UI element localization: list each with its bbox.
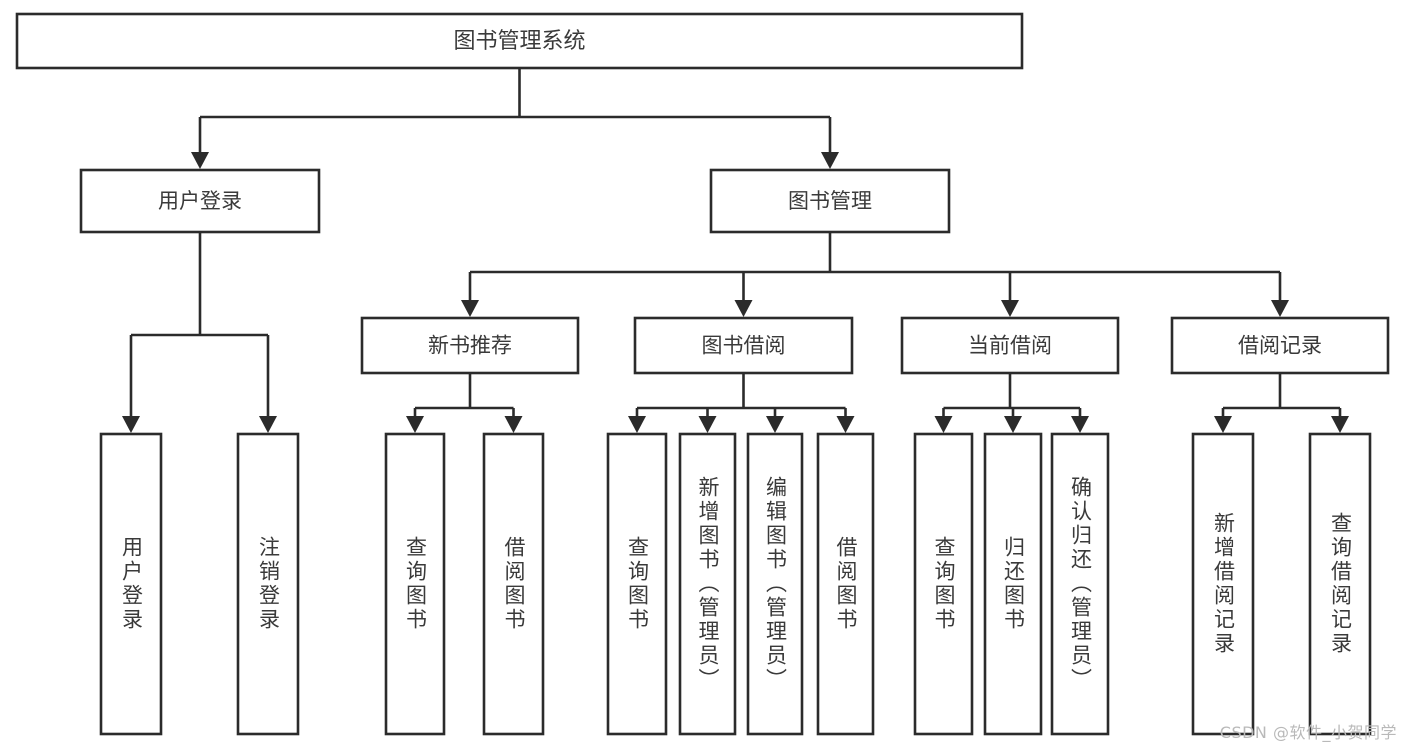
level3-box-0[interactable] [360, 316, 580, 375]
level3-label-0: 新书推荐 [428, 334, 512, 358]
arrow-down-level2-1 [821, 152, 839, 169]
arrow-down-leaf-1-3 [836, 416, 855, 433]
level3-label-2: 当前借阅 [968, 334, 1052, 358]
leaf-box-5[interactable] [678, 432, 737, 736]
leaf-box-3[interactable] [482, 432, 545, 736]
arrow-down-leaf-2-1 [1004, 416, 1022, 433]
arrow-down-leaf-1-2 [766, 416, 784, 433]
arrow-down-leaf-2-0 [934, 416, 953, 433]
leaf-box-1[interactable] [236, 432, 300, 736]
leaf-box-6[interactable] [746, 432, 804, 736]
arrow-down-level3-2 [1001, 300, 1019, 317]
arrow-down-login-leaf-0 [122, 416, 140, 433]
arrow-down-leaf-3-1 [1331, 416, 1349, 433]
level2-box-0[interactable] [79, 168, 321, 234]
leaf-box-10[interactable] [1050, 432, 1110, 736]
level3-label-1: 图书借阅 [702, 334, 786, 358]
level3-box-3[interactable] [1170, 316, 1390, 375]
level3-label-3: 借阅记录 [1238, 334, 1322, 358]
arrow-down-leaf-1-0 [628, 416, 646, 433]
leaf-box-2[interactable] [384, 432, 446, 736]
leaf-box-8[interactable] [913, 432, 974, 736]
arrow-down-level3-3 [1271, 300, 1289, 317]
level2-box-1[interactable] [709, 168, 951, 234]
arrow-down-leaf-0-0 [406, 416, 424, 433]
box-layer [15, 12, 1390, 736]
arrow-down-leaf-0-1 [504, 416, 523, 433]
arrow-down-leaf-1-1 [698, 416, 717, 433]
level3-box-1[interactable] [633, 316, 854, 375]
leaf-box-4[interactable] [606, 432, 668, 736]
arrow-down-leaf-3-0 [1214, 416, 1232, 433]
watermark-text: CSDN @软件_小贺同学 [1219, 723, 1397, 742]
level2-label-1: 图书管理 [788, 189, 872, 213]
connector-layer [122, 68, 1349, 433]
leaf-box-7[interactable] [816, 432, 875, 736]
level3-box-2[interactable] [900, 316, 1120, 375]
arrow-down-level3-1 [734, 300, 753, 317]
level2-label-0: 用户登录 [158, 189, 242, 213]
root-label-0: 图书管理系统 [453, 29, 585, 54]
root-box-0[interactable] [15, 12, 1024, 70]
leaf-box-12[interactable] [1308, 432, 1372, 736]
arrow-down-login-leaf-1 [259, 416, 277, 433]
leaf-box-9[interactable] [983, 432, 1043, 736]
arrow-down-level3-0 [461, 300, 479, 317]
arrow-down-level2-0 [191, 152, 209, 169]
leaf-box-0[interactable] [99, 432, 163, 736]
arrow-down-leaf-2-2 [1071, 416, 1089, 433]
leaf-box-11[interactable] [1191, 432, 1255, 736]
